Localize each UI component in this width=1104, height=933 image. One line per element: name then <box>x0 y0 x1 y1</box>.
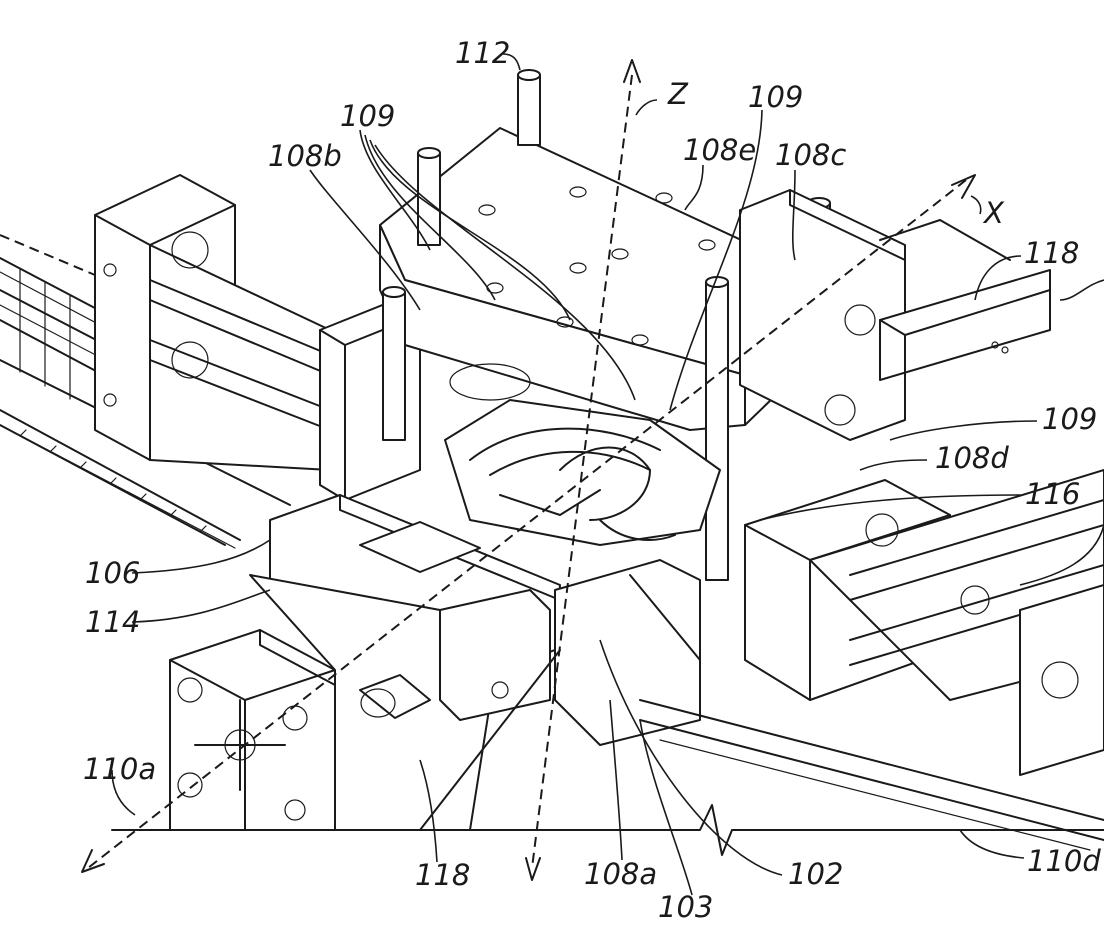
leader-lines <box>111 53 1104 896</box>
front-left-clamp-unit <box>169 574 561 831</box>
label-108c: 108c <box>775 138 846 172</box>
ground-break-line <box>111 804 1104 856</box>
label-102: 102 <box>788 857 843 891</box>
label-108e: 108e <box>683 133 756 167</box>
z-axis <box>525 59 641 881</box>
label-x: X <box>982 196 1005 230</box>
label-106: 106 <box>85 556 140 590</box>
left-clamp-unit <box>94 174 421 501</box>
back-right-clamp-unit <box>739 189 1051 441</box>
label-108b: 108b <box>268 139 342 173</box>
label-109-top: 109 <box>748 80 803 114</box>
label-109-right: 109 <box>1042 402 1097 436</box>
label-118-bottom: 118 <box>415 858 470 892</box>
left-chain-track <box>0 424 226 546</box>
label-109-left: 109 <box>340 99 395 133</box>
label-110d: 110d <box>1027 844 1101 878</box>
label-z: Z <box>667 77 689 111</box>
label-114: 114 <box>85 605 140 639</box>
y-axis-stub <box>0 234 96 276</box>
label-108d: 108d <box>935 441 1009 475</box>
right-clamp-unit <box>639 469 1104 851</box>
label-118-right: 118 <box>1024 236 1079 270</box>
label-116: 116 <box>1025 477 1080 511</box>
label-108a: 108a <box>584 857 657 891</box>
label-112: 112 <box>455 36 510 70</box>
x-axis <box>81 174 976 873</box>
label-103: 103 <box>658 890 713 924</box>
label-110a: 110a <box>83 752 156 786</box>
reference-labels: 112 Z 109 109 108b 108e 108c X 118 109 1… <box>83 36 1101 924</box>
